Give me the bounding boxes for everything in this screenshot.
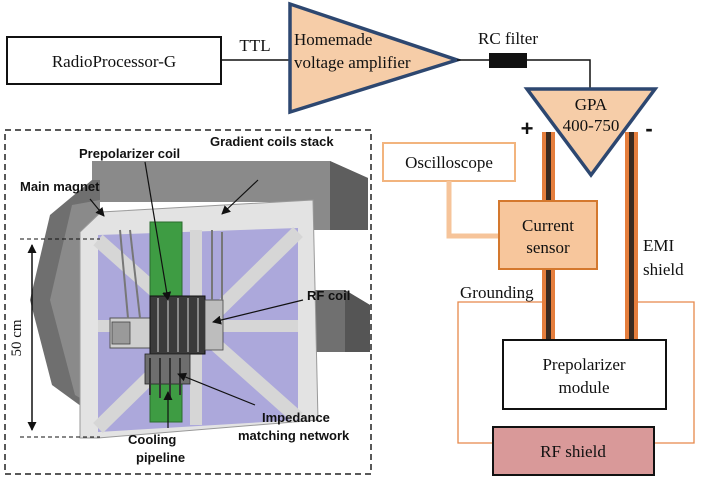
current-sensor-box (498, 200, 598, 270)
impedance-label-line2: matching network (238, 428, 350, 443)
cooling-label-line1: Cooling (128, 432, 176, 447)
ttl-label: TTL (239, 36, 270, 55)
current-sensor-line1: Current (522, 216, 574, 235)
rf-coil-leader (212, 299, 304, 325)
prepolarizer-module-box (502, 339, 667, 410)
size-label: 50 cm (9, 319, 25, 356)
minus-cable-core (629, 132, 634, 340)
minus-terminal: - (645, 116, 652, 141)
grounding-wire (457, 301, 545, 444)
rc-filter-label: RC filter (478, 29, 538, 48)
power-section: Oscilloscope Current sensor EMI shield G… (382, 132, 695, 476)
amplifier-label-line1: Homemade (294, 30, 372, 49)
prepolarizer-module-line1: Prepolarizer (542, 355, 625, 374)
prepolarizer-module-line2: module (559, 378, 610, 397)
current-sensor-line2: sensor (526, 238, 570, 257)
main-magnet-label: Main magnet (20, 179, 100, 194)
gpa-label-line1: GPA (575, 95, 608, 114)
grounding-wire-right (636, 301, 695, 444)
rf-shield-label: RF shield (540, 442, 606, 461)
voltage-amplifier-triangle (288, 1, 463, 115)
rf-coil-label: RF coil (307, 288, 350, 303)
gradient-coils-leader (221, 179, 259, 215)
impedance-leader (177, 372, 256, 406)
oscilloscope-cable (446, 181, 499, 239)
main-magnet-leader (89, 198, 105, 217)
rc-filter-block (489, 53, 527, 68)
emi-shield-line1: EMI (643, 236, 675, 255)
radioprocessor-label: RadioProcessor-G (52, 52, 176, 71)
radioprocessor-box (6, 36, 222, 85)
prepolarizer-coil-leader (144, 161, 172, 301)
prepolarizer-coil-label: Prepolarizer coil (79, 146, 180, 161)
filter-to-gpa-wire (527, 59, 591, 88)
hardware-figure: 50 cm Prepolarizer coil Gradient coils s… (4, 129, 372, 475)
plus-terminal: + (521, 116, 534, 141)
oscilloscope-label: Oscilloscope (405, 153, 493, 172)
gradient-coils-label: Gradient coils stack (210, 134, 334, 149)
gpa-label-line2: 400-750 (563, 116, 620, 135)
gpa-triangle (523, 87, 659, 178)
grounding-label: Grounding (460, 283, 534, 302)
cooling-label-line2: pipeline (136, 450, 185, 465)
rf-shield-box (492, 426, 655, 476)
amplifier-label-line2: voltage amplifier (294, 53, 411, 72)
figure-frame (4, 129, 372, 475)
signal-chain: RadioProcessor-G TTL Homemade voltage am… (6, 1, 659, 178)
emi-shield-line2: shield (643, 260, 684, 279)
impedance-label-line1: Impedance (262, 410, 330, 425)
